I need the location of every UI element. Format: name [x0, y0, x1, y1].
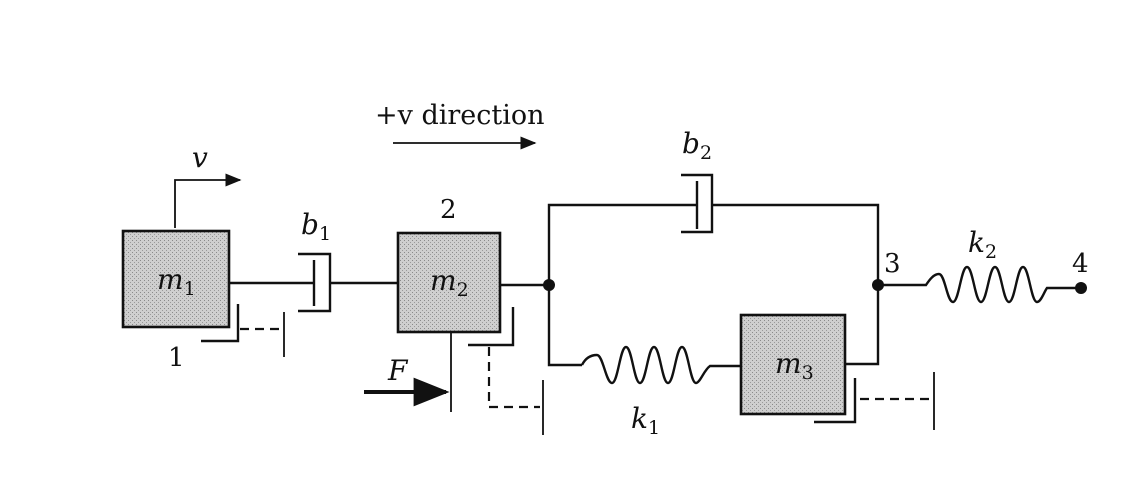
node-1-label: 1 [168, 343, 185, 373]
force-label: F [387, 354, 409, 387]
mass-m2-label: m2 [430, 264, 469, 301]
velocity-arrow [174, 173, 242, 228]
spring-k2 [878, 265, 1080, 304]
wire-m3-junction [845, 285, 880, 366]
ground-reference-m2 [468, 307, 544, 435]
node-4-label: 4 [1072, 249, 1089, 279]
mass-m3-label: m3 [775, 347, 814, 384]
spring-k1 [580, 345, 741, 385]
damper-b2-label: b2 [682, 127, 712, 164]
mass-m1 [121, 229, 231, 329]
wire-upper-left [547, 203, 697, 285]
mass-m2 [396, 231, 502, 334]
damper-b1-label: b1 [301, 208, 331, 245]
terminal-node-4 [1075, 282, 1087, 294]
wire-lower-left [547, 285, 582, 367]
node-3-label: 3 [884, 249, 901, 279]
node-2-label: 2 [440, 195, 457, 225]
ground-reference-m3 [814, 372, 935, 430]
damper-b2 [681, 173, 714, 234]
ground-reference-m1 [201, 304, 285, 357]
velocity-label: v [192, 141, 208, 174]
mass-m3 [739, 313, 847, 416]
spring-k1-label: k1 [631, 402, 660, 439]
spring-k2-label: k2 [968, 226, 997, 263]
wire-upper-right [712, 203, 880, 285]
direction-label: +v direction [375, 100, 545, 131]
mass-m1-label: m1 [157, 263, 196, 300]
